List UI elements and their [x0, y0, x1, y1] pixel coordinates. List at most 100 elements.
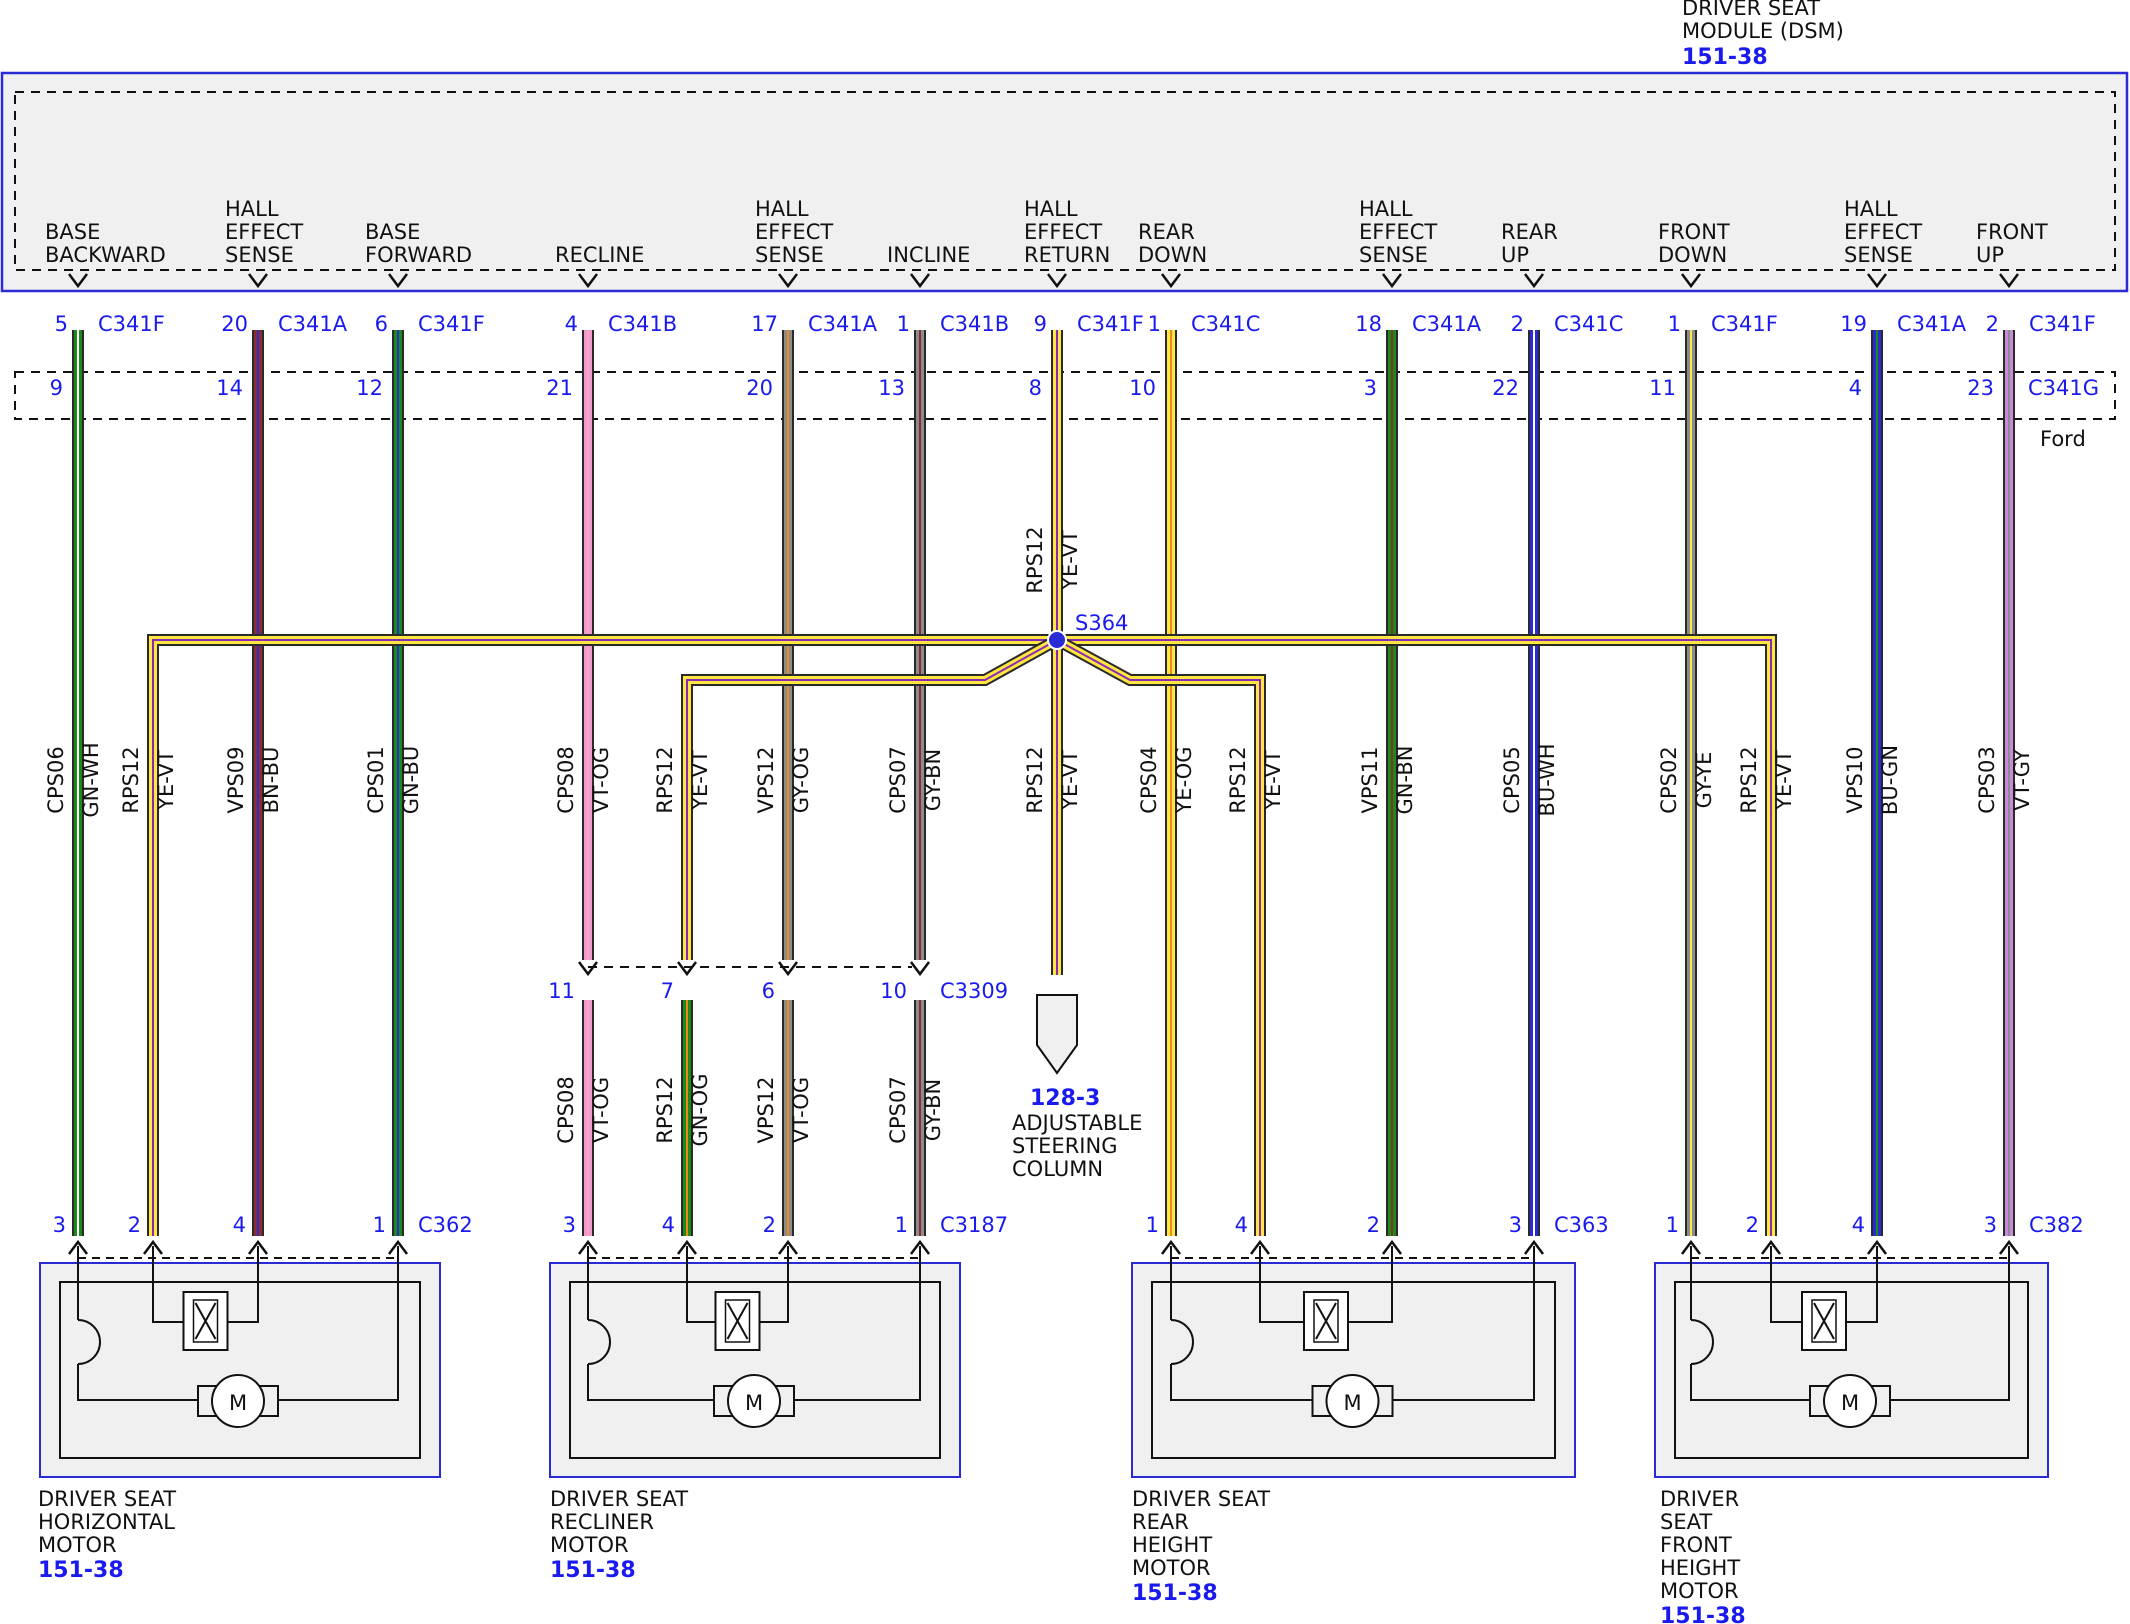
inline-pin-number-c17: 23 — [1967, 376, 1994, 400]
mid-pin-c7 — [778, 961, 798, 977]
motor-ref-m3: 151-38 — [1132, 1581, 1218, 1606]
motor-wire-d-m1 — [152, 1246, 184, 1323]
dsm-pin-number-c10: 1 — [1148, 312, 1161, 336]
motor-wire-d-m4 — [1770, 1246, 1802, 1323]
dsm-pin-c1 — [68, 273, 88, 289]
motor-caption-m1-0: DRIVER SEAT — [38, 1487, 176, 1511]
hall-sensor-m3 — [1303, 1291, 1349, 1351]
motor-caption-m4-0: DRIVER — [1660, 1487, 1739, 1511]
dsm-label-c14-1: DOWN — [1658, 243, 1727, 267]
motor-pin-c14 — [1681, 1239, 1701, 1255]
wire-c4 — [392, 330, 404, 1236]
dsm-pin-number-c14: 1 — [1668, 312, 1681, 336]
motor-pin-number-c3: 4 — [233, 1213, 246, 1237]
dsm-label-c7-0: HALL — [755, 197, 809, 221]
motor-connector-m2: C3187 — [940, 1213, 1008, 1237]
motor-inner-m4 — [1674, 1281, 2029, 1459]
hall-sensor-inner-m2 — [724, 1299, 751, 1343]
dsm-label-c9-2: RETURN — [1024, 243, 1110, 267]
motor-circle-m1 — [211, 1374, 265, 1428]
motor-inner-m1 — [59, 1281, 421, 1459]
dsm-pin-c3 — [248, 273, 268, 289]
wire-color-upper-c9: YE-VT — [1058, 530, 1082, 591]
inline-pin-number-c16: 4 — [1849, 376, 1862, 400]
motor-caption-m3-3: MOTOR — [1132, 1556, 1211, 1580]
motor-pin-number-c6: 4 — [662, 1213, 675, 1237]
inline-pin-number-c3: 14 — [216, 376, 243, 400]
wire-c12 — [1386, 330, 1398, 1236]
mid-wire-name-c8: CPS07 — [886, 1076, 910, 1143]
dsm-pin-c4 — [388, 273, 408, 289]
motor-position-arc-m4 — [1690, 1319, 1714, 1365]
mid-pin-number-c6: 7 — [661, 979, 674, 1003]
mid-pin-c6 — [677, 961, 697, 977]
dsm-connector-c13: C341C — [1554, 312, 1623, 336]
motor-symbol-m1: M — [229, 1391, 247, 1415]
motor-position-arc-m1 — [77, 1319, 101, 1365]
dsm-pin-c12 — [1382, 273, 1402, 289]
wire-color-c4: GN-BU — [399, 746, 423, 815]
motor-connector-m4: C382 — [2029, 1213, 2084, 1237]
wire-name-c3: VPS09 — [224, 746, 248, 813]
wire-c2 — [147, 648, 159, 1236]
text-layer: DRIVER SEAT MODULE (DSM) 151-38 C341G Fo… — [38, 0, 2099, 1624]
module-inner-outline — [14, 91, 2116, 271]
dsm-label-c9-1: EFFECT — [1024, 220, 1102, 244]
dsm-label-c3-2: SENSE — [225, 243, 294, 267]
motor-symbol-m4: M — [1841, 1391, 1859, 1415]
inline-connector-outline — [14, 371, 2116, 420]
dsm-connector-c4: C341F — [418, 312, 485, 336]
mid-wire-color-c7: VT-OG — [789, 1077, 813, 1143]
mid-pin-c8 — [910, 961, 930, 977]
wire-color-c8: GY-BN — [921, 749, 945, 812]
wire-name-c16: VPS10 — [1843, 746, 1867, 813]
wire-color-c12: GN-BN — [1393, 746, 1417, 815]
steering-line-2: STEERING — [1012, 1134, 1117, 1158]
motor-m3: M — [1131, 1246, 1576, 1478]
motor-pin-c13 — [1524, 1239, 1544, 1255]
inline-pin-number-c10: 10 — [1129, 376, 1156, 400]
dsm-label-c13-1: UP — [1501, 243, 1529, 267]
motor-circle-m2 — [727, 1374, 781, 1428]
mid-pin-number-c5: 11 — [548, 979, 575, 1003]
dsm-label-c14-0: FRONT — [1658, 220, 1730, 244]
motor-connector-m3: C363 — [1554, 1213, 1609, 1237]
dsm-connector-c5: C341B — [608, 312, 677, 336]
motor-caption-m1-2: MOTOR — [38, 1533, 117, 1557]
motor-pin-number-c8: 1 — [895, 1213, 908, 1237]
motor-inner-m3 — [1151, 1281, 1556, 1459]
mid-wire-name-c5: CPS08 — [554, 1076, 578, 1143]
mid-pin-c5 — [578, 961, 598, 977]
motor-wire-e-m2 — [759, 1246, 789, 1323]
wire-color-c16: BU-GN — [1878, 745, 1902, 815]
wire-name-c7: VPS12 — [754, 746, 778, 813]
motor-symbol-m2: M — [745, 1391, 763, 1415]
wire-color-c17: VT-GY — [2010, 749, 2034, 811]
motor-caption-m2-1: RECLINER — [550, 1510, 654, 1534]
motor-pin-number-c12: 2 — [1367, 1213, 1380, 1237]
dsm-connector-c17: C341F — [2029, 312, 2096, 336]
dsm-label-c17-0: FRONT — [1976, 220, 2048, 244]
dsm-connector-c1: C341F — [98, 312, 165, 336]
dsm-pin-number-c5: 4 — [565, 312, 578, 336]
hall-sensor-inner-m1 — [192, 1299, 219, 1343]
wire-color-c7: GY-OG — [789, 747, 813, 814]
module-box — [0, 71, 2129, 293]
motor-connector-m1: C362 — [418, 1213, 473, 1237]
dsm-label-c10-0: REAR — [1138, 220, 1195, 244]
inline-pin-number-c9: 8 — [1029, 376, 1042, 400]
dsm-label-c16-1: EFFECT — [1844, 220, 1922, 244]
motor-caption-m3-0: DRIVER SEAT — [1132, 1487, 1270, 1511]
wire-c5-lower — [582, 1000, 594, 1236]
module-ref: 151-38 — [1682, 45, 1768, 70]
motor-pin-number-c10: 1 — [1146, 1213, 1159, 1237]
wire-c11 — [1254, 680, 1266, 1236]
motor-wire-e-m4 — [1846, 1246, 1878, 1323]
motor-pin-c7 — [778, 1239, 798, 1255]
brand-label: Ford — [2040, 427, 2086, 451]
inline-pin-number-c12: 3 — [1364, 376, 1377, 400]
motor-pin-c17 — [1999, 1239, 2019, 1255]
dsm-pin-c8 — [910, 273, 930, 289]
motor-pin-c11 — [1250, 1239, 1270, 1255]
